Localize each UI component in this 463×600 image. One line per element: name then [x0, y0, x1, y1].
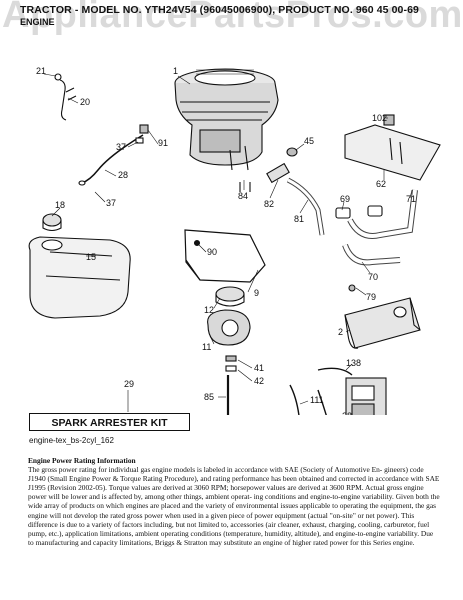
callout-18: 18: [55, 200, 65, 210]
callout-28-top: 28: [118, 170, 128, 180]
callout-138: 138: [346, 358, 361, 368]
info-title: Engine Power Rating Information: [28, 456, 136, 465]
parts-diagram: 1 21 20 91 37 28 37 45 84 82 81 102 62 7…: [28, 66, 441, 415]
callout-42: 42: [254, 376, 264, 386]
page-title: TRACTOR - MODEL NO. YTH24V54 (9604500690…: [20, 4, 419, 16]
callout-91: 91: [158, 138, 168, 148]
callout-62: 62: [376, 179, 386, 189]
callout-11: 11: [202, 342, 211, 352]
callout-41: 41: [254, 363, 264, 373]
page-subtitle: ENGINE: [20, 17, 55, 27]
callout-102: 102: [372, 113, 387, 123]
callout-70: 70: [368, 272, 378, 282]
callout-111: 111: [310, 395, 324, 405]
callout-15: 15: [86, 252, 96, 262]
callout-2: 2: [338, 327, 343, 337]
callout-45: 45: [304, 136, 314, 146]
callout-12: 12: [204, 305, 214, 315]
callout-29: 29: [124, 379, 134, 389]
engine-block: [174, 68, 279, 171]
callout-20: 20: [80, 97, 90, 107]
callout-79: 79: [366, 292, 376, 302]
callout-37-bottom: 37: [106, 198, 116, 208]
callout-90: 90: [207, 247, 217, 257]
spark-arrester-kit-label: SPARK ARRESTER KIT: [29, 413, 190, 431]
callout-81: 81: [294, 214, 304, 224]
callout-69: 69: [340, 194, 350, 204]
callout-37-top: 37: [116, 142, 126, 152]
callout-71: 71: [406, 194, 416, 204]
callout-85: 85: [204, 392, 214, 402]
callout-1: 1: [173, 66, 178, 76]
callout-9: 9: [254, 288, 259, 298]
callout-84: 84: [238, 191, 248, 201]
callout-82: 82: [264, 199, 274, 209]
engine-power-rating-info: Engine Power Rating Information The gros…: [28, 456, 440, 547]
info-body: The gross power rating for individual ga…: [28, 465, 440, 547]
drawing-code: engine-tex_bs-2cyl_162: [29, 436, 114, 445]
callout-21: 21: [36, 66, 46, 76]
callout-28-bottom: 28: [342, 411, 352, 415]
